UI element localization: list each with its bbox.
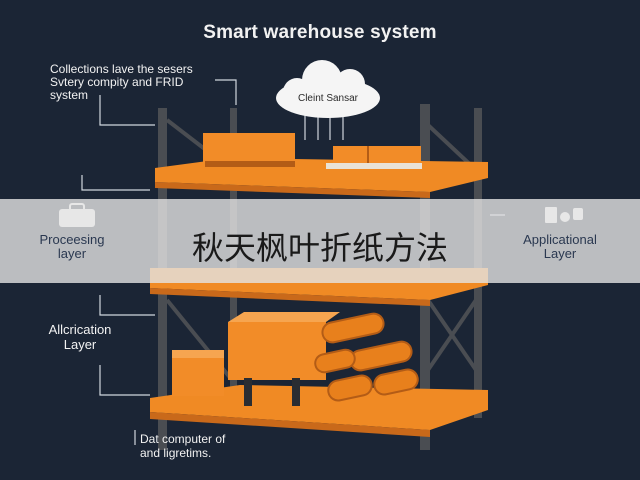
connector-allocation <box>99 295 155 316</box>
top-left-note-line: Collections lave the sesers <box>50 62 193 76</box>
connector-note-shelf <box>99 95 155 126</box>
pallet-top-right <box>326 146 422 169</box>
label-line: Layer <box>543 246 577 261</box>
shelf-bottom <box>150 385 488 437</box>
bottom-note-line: Dat computer of <box>140 432 226 446</box>
applicational-layer-label: Applicational Layer <box>505 233 615 261</box>
bottom-note-line: and ligretims. <box>140 446 212 460</box>
connector-allocation-low <box>99 365 150 396</box>
box-bottom-large <box>228 312 340 406</box>
bottom-note: Dat computer of and ligretims. <box>140 432 225 460</box>
connector-top-note <box>215 79 237 105</box>
cloud-label: Cleint Sansar <box>297 93 359 104</box>
allocation-layer-label: Allcrication Layer <box>30 322 130 352</box>
page-title: Smart warehouse system <box>203 22 437 43</box>
cloud-shape <box>276 60 380 118</box>
overlay-band <box>0 199 640 283</box>
box-bottom-small <box>172 350 224 396</box>
processing-layer-label: Proceesing layer <box>22 233 122 261</box>
label-line: Applicational <box>523 232 597 247</box>
top-left-note-line: Svtery compity and FRID <box>50 75 184 89</box>
label-line: Layer <box>63 337 97 352</box>
top-left-note: Collections lave the sesers Svtery compi… <box>50 63 193 102</box>
connector-processing <box>81 175 150 191</box>
log-pile <box>314 312 419 402</box>
shelf-top <box>155 158 488 198</box>
box-top-left <box>203 133 295 167</box>
banner-text: 秋天枫叶折纸方法 <box>191 229 448 267</box>
label-line: layer <box>57 246 87 261</box>
top-left-note-line: system <box>50 88 89 102</box>
label-line: Allcrication <box>48 322 112 337</box>
label-line: Proceesing <box>39 232 105 247</box>
